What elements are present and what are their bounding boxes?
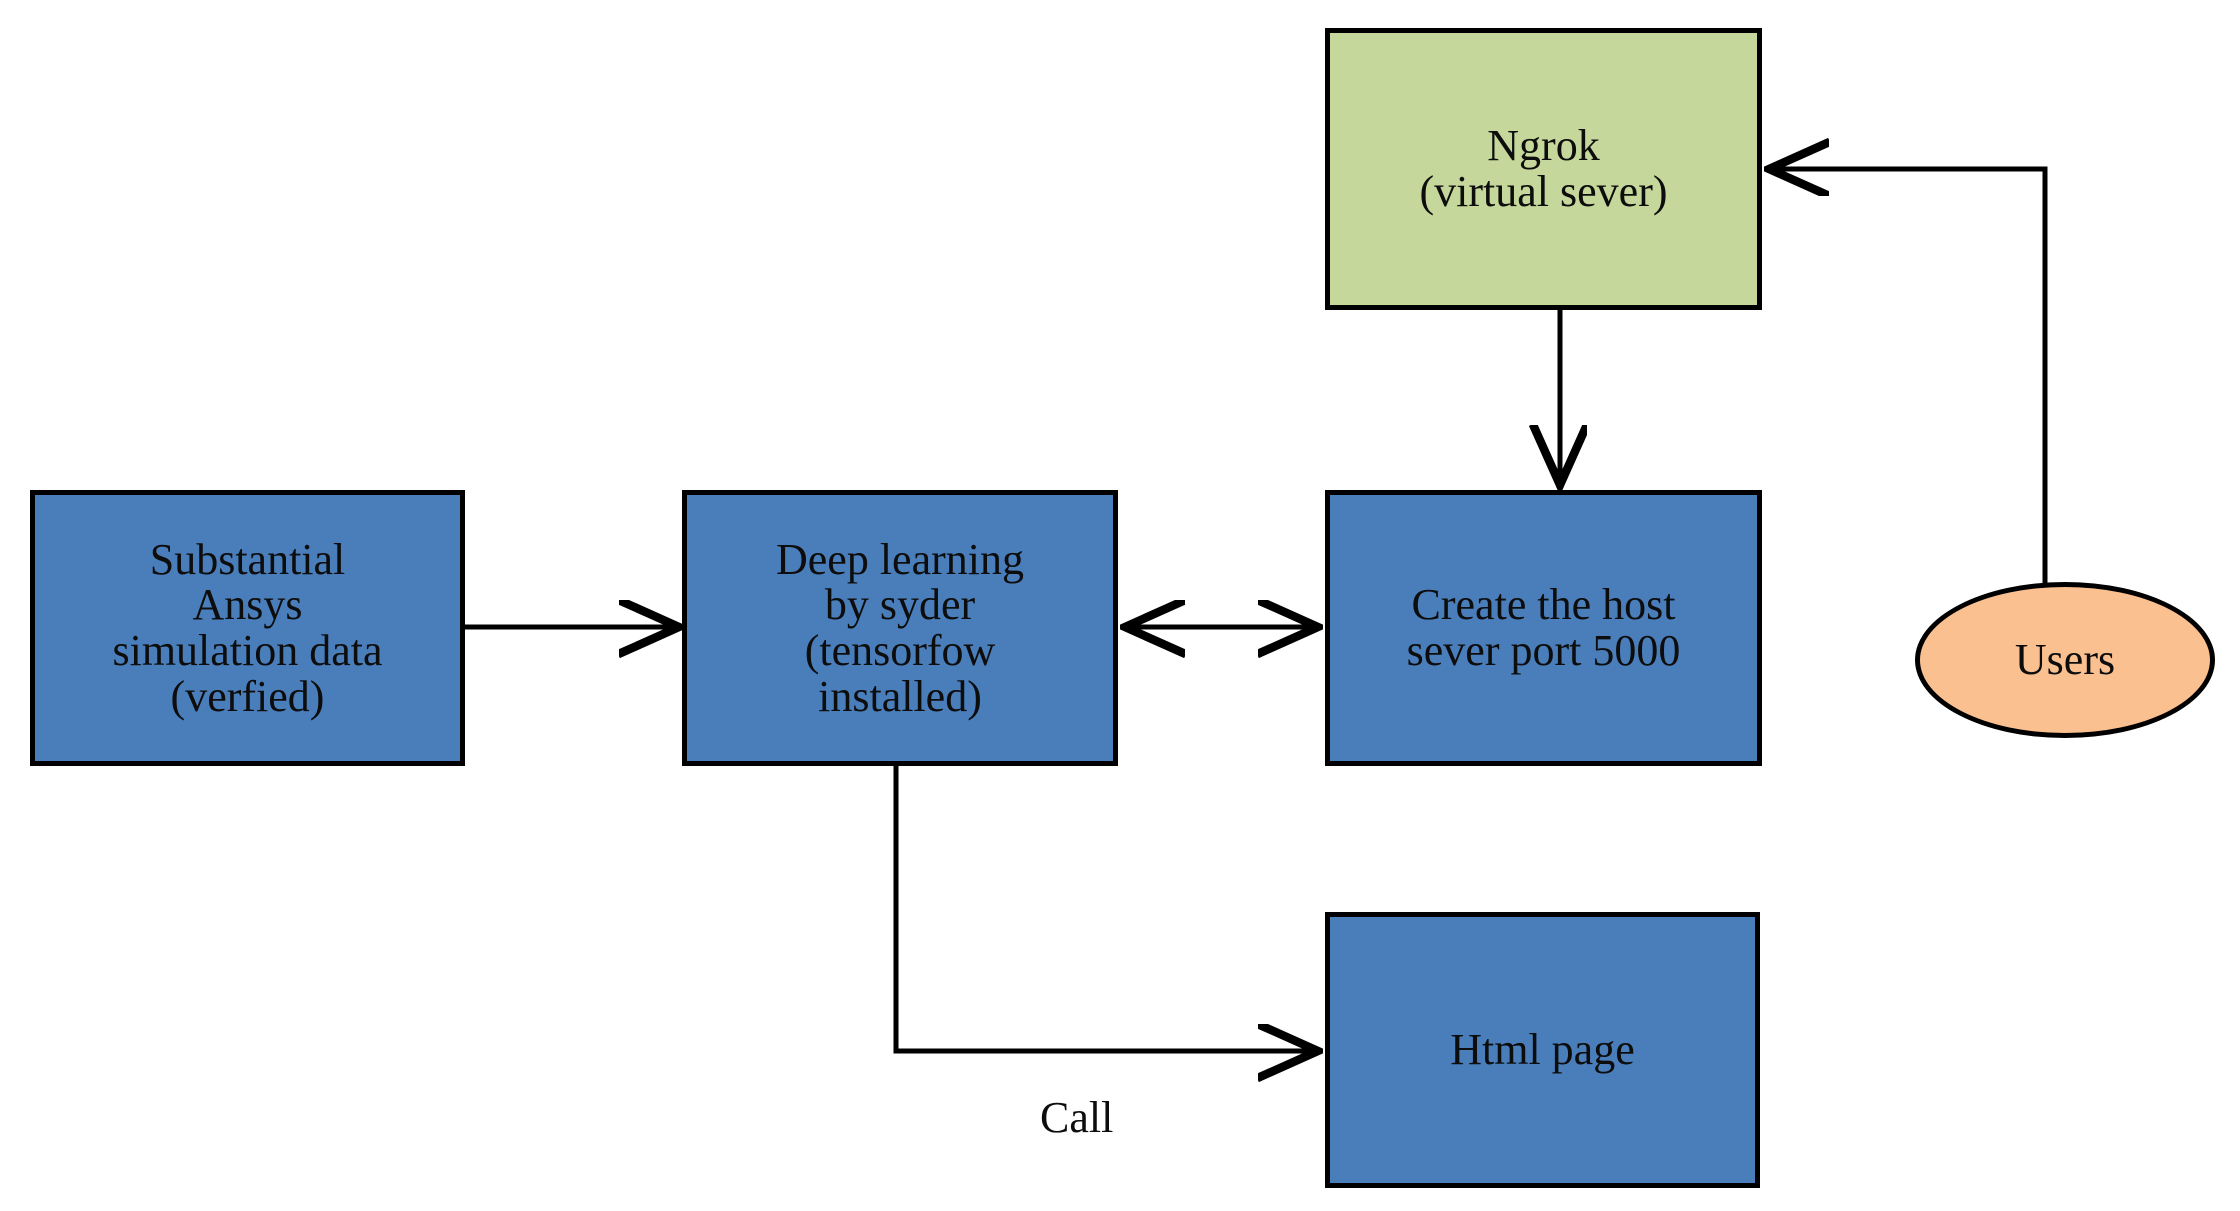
- node-label-users: Users: [2014, 635, 2116, 685]
- node-label-training: Deep learning by syder (tensorfow instal…: [776, 534, 1024, 721]
- node-create-the-host-server-port-5000[interactable]: Create the host sever port 5000: [1325, 490, 1762, 766]
- node-substantial-ansys-simulation-data[interactable]: Substantial Ansys simulation data (verfi…: [30, 490, 465, 766]
- edge-label-call: Call: [1040, 1093, 1114, 1142]
- node-users[interactable]: Users: [1915, 582, 2215, 738]
- node-label-host: Create the host sever port 5000: [1406, 580, 1681, 675]
- edge-users-to-ngrok: [1772, 169, 2048, 588]
- node-html-page[interactable]: Html page: [1325, 912, 1760, 1188]
- edge-training-to-html: [893, 766, 1315, 1051]
- node-label-source: Substantial Ansys simulation data (verfi…: [112, 534, 383, 721]
- node-label-ngrok: Ngrok (virtual sever): [1419, 121, 1668, 216]
- node-ngrok-virtual-server[interactable]: Ngrok (virtual sever): [1325, 28, 1762, 310]
- node-deep-learning-by-spyder[interactable]: Deep learning by syder (tensorfow instal…: [682, 490, 1118, 766]
- node-label-html: Html page: [1450, 1025, 1635, 1075]
